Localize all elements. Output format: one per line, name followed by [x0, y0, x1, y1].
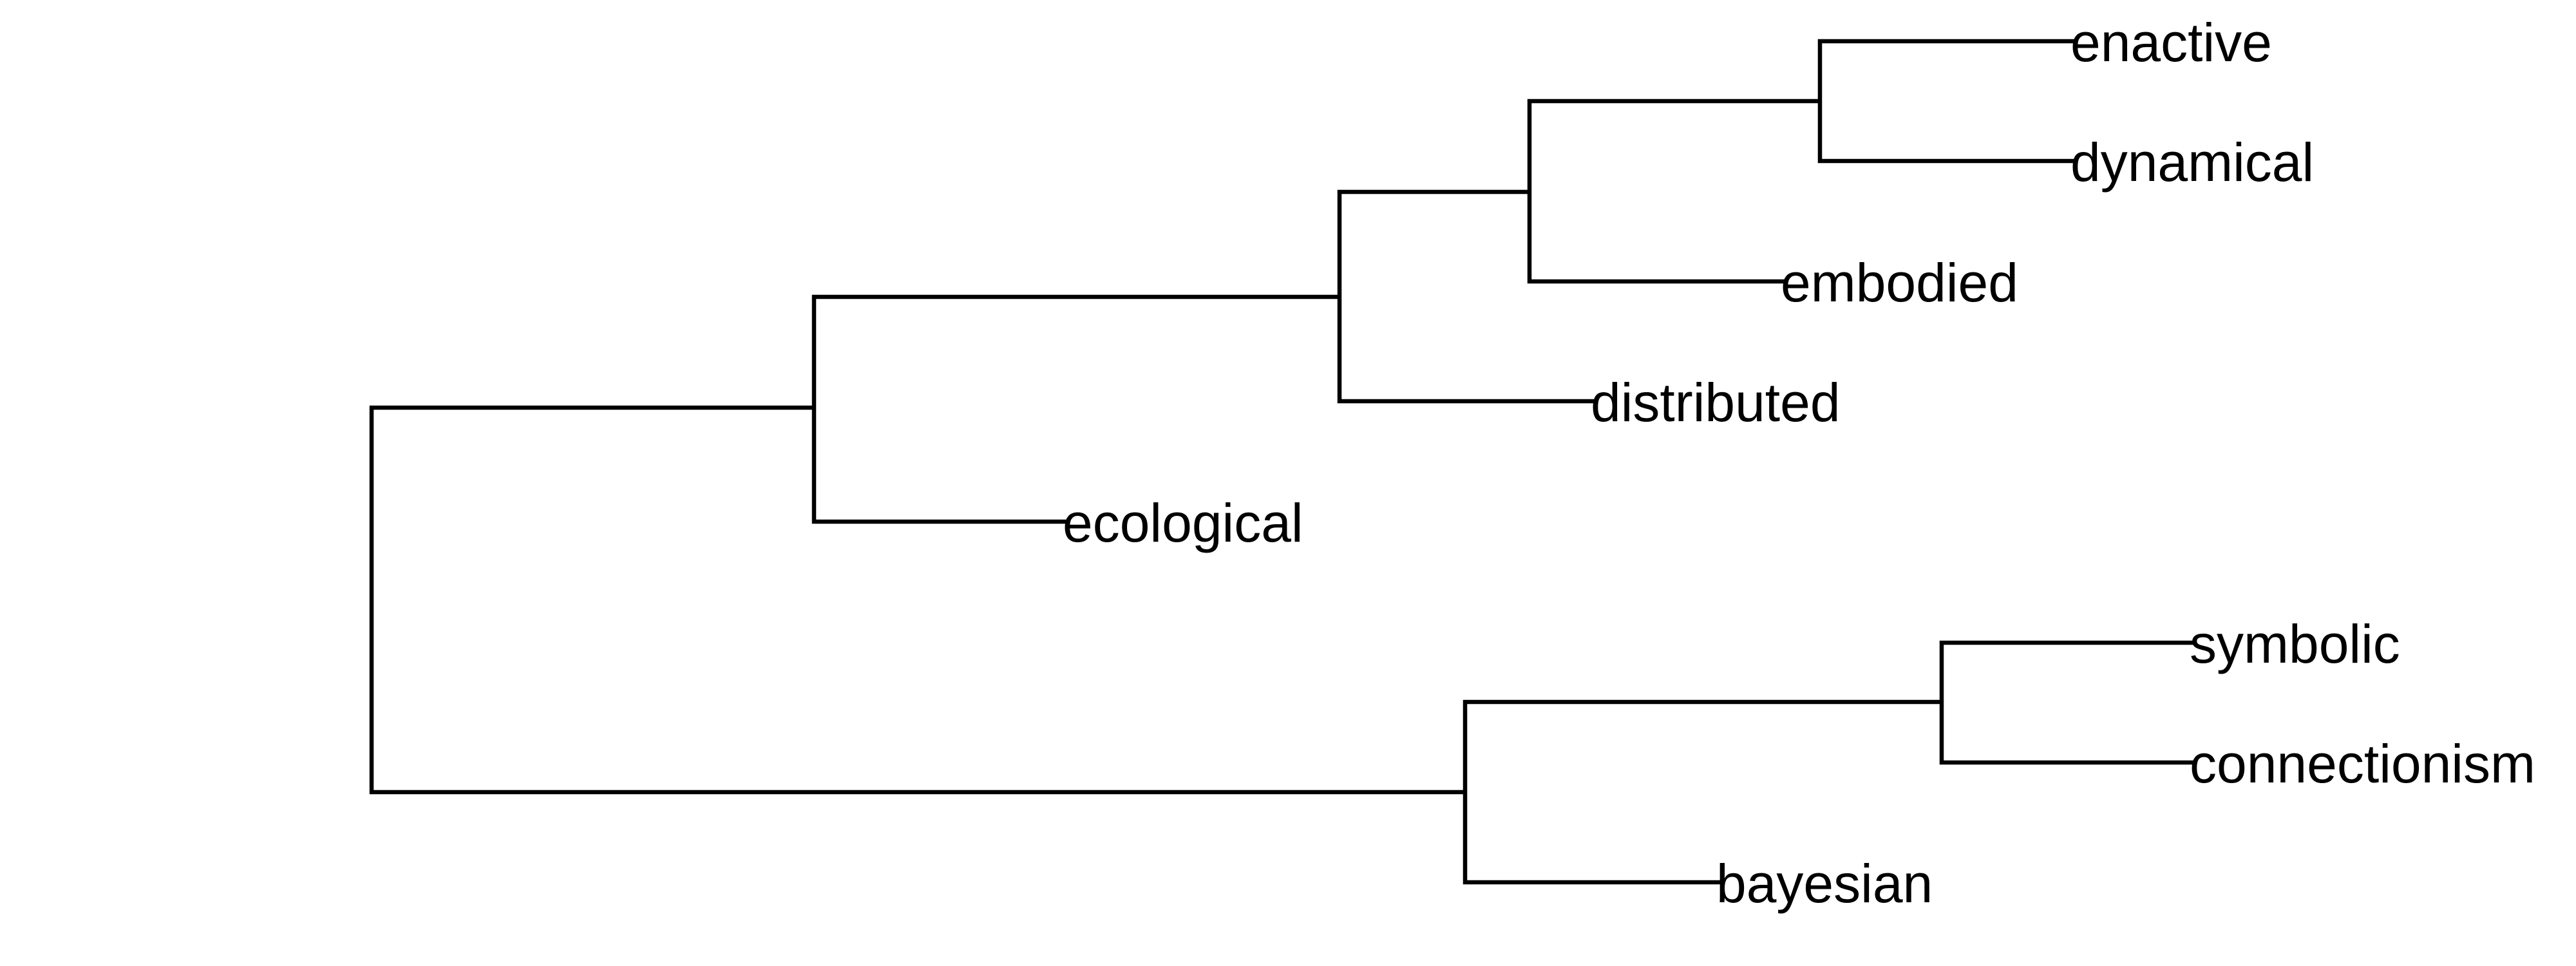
- branch-symbolic-connectionism: [1939, 640, 2196, 765]
- leaf-label-connectionism: connectionism: [2190, 734, 2535, 794]
- branch-root: [369, 405, 1465, 795]
- leaf-label-distributed: distributed: [1591, 372, 1841, 433]
- branch-classical-cluster: [1463, 699, 1942, 885]
- leaf-label-bayesian: bayesian: [1716, 853, 1933, 914]
- leaf-label-symbolic: symbolic: [2190, 614, 2400, 674]
- branch-situated-cluster: [811, 294, 1340, 524]
- leaf-label-dynamical: dynamical: [2070, 132, 2314, 193]
- branch-enactive-dynamical: [1817, 39, 2077, 164]
- leaf-label-ecological: ecological: [1063, 493, 1303, 553]
- branch-embodied-distributed: [1337, 189, 1597, 404]
- leaf-label-enactive: enactive: [2070, 12, 2272, 73]
- branch-enactive-dynamical-embodied: [1527, 99, 1820, 284]
- leaf-label-embodied: embodied: [1781, 252, 2018, 313]
